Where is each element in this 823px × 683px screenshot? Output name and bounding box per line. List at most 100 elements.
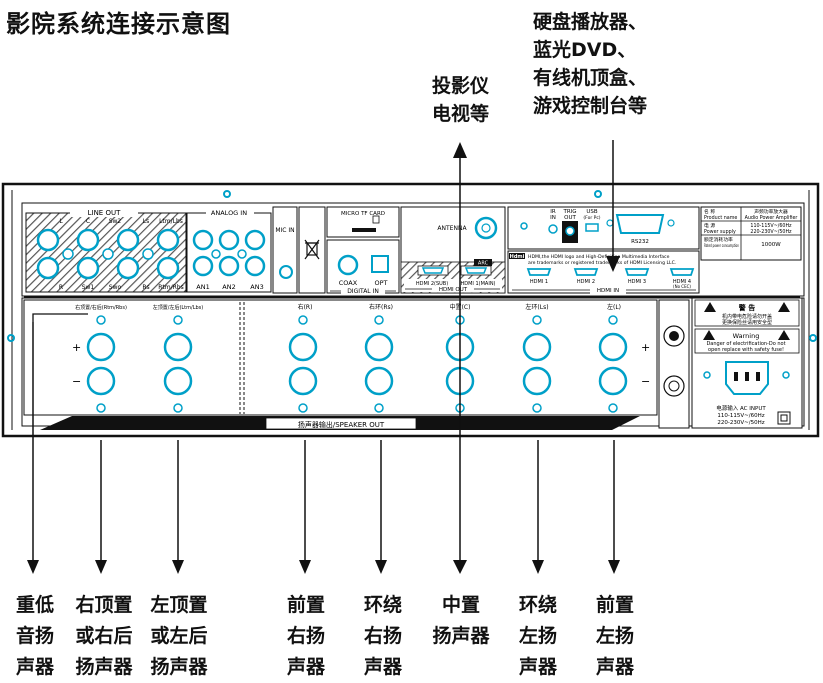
hdmi-in-4-port[interactable] (669, 268, 695, 276)
speaker-terminal-negative[interactable] (598, 366, 628, 396)
hdmi-in-2-port[interactable] (573, 268, 599, 276)
speaker-label-line: 扬声器 (432, 625, 490, 647)
speaker-label-line: 环绕 (363, 594, 402, 616)
display-callout-line: 投影仪 (432, 75, 490, 97)
speaker-label: 中置扬声器 (421, 590, 501, 652)
hdmi-in-3-port[interactable] (624, 268, 650, 276)
line-out-top-label: Ltm/Lbs (159, 218, 183, 225)
speaker-label-line: 重低 (15, 594, 54, 616)
warning-triangle-icon (704, 302, 716, 312)
analog-in-label: AN2 (222, 283, 235, 291)
coax-jack[interactable] (337, 254, 359, 276)
arrow-head-icon (95, 560, 107, 574)
speaker-label: 前置左扬声器 (575, 590, 655, 683)
usb-label: USB (586, 209, 598, 215)
speaker-terminal-negative[interactable] (86, 366, 116, 396)
chassis-screw (7, 190, 817, 342)
speaker-terminal-positive[interactable] (163, 332, 193, 362)
spec-table: 名 称 Product name 声频功率放大器 Audio Power Amp… (700, 206, 802, 261)
hdmi-out-2-port[interactable] (421, 267, 445, 274)
hdmi-in-port-label: HDMI 1 (530, 279, 548, 285)
trig-out-jack[interactable] (565, 226, 575, 236)
speaker-channel-label: 左环(Ls) (525, 303, 548, 311)
hdmi-out-sub-label: HDMI 2(SUB) (416, 281, 448, 287)
fuse-holder[interactable] (663, 375, 685, 397)
speaker-terminal-screw (374, 315, 384, 325)
speaker-label-line: 音扬 (15, 625, 54, 647)
speaker-terminal-positive[interactable] (522, 332, 552, 362)
rs232-port[interactable] (615, 214, 665, 234)
minus-sign: − (641, 375, 650, 388)
speaker-out-label: 扬声器输出/SPEAKER OUT (298, 420, 385, 429)
digital-in-header: DIGITAL IN (347, 288, 379, 295)
speaker-out-banner: 扬声器输出/SPEAKER OUT (40, 416, 640, 430)
weee-block (298, 206, 326, 294)
speaker-terminal-negative[interactable] (163, 366, 193, 396)
rca-jack[interactable] (192, 229, 266, 277)
trig-label: OUT (564, 215, 576, 221)
speaker-label-line: 声器 (595, 656, 634, 678)
analog-in-header: ANALOG IN (211, 209, 247, 217)
speaker-terminal-positive[interactable] (598, 332, 628, 362)
line-out-top-label: Ls (143, 218, 149, 225)
speaker-channel-label: 右环(Rs) (369, 303, 393, 311)
coax-label: COAX (339, 279, 358, 287)
speaker-terminal-screw (374, 403, 384, 413)
page-title: 影院系统连接示意图 (6, 10, 231, 38)
control-section: IR IN TRIG OUT USB (For Pc) RS232 (507, 206, 700, 250)
warning-en-line: Danger of electrification-Do not (706, 341, 785, 347)
speaker-terminal-screw (608, 403, 618, 413)
speaker-channel-label: 左顶置/左后(Ltm/Lbs) (153, 304, 204, 311)
usb-port[interactable] (585, 223, 599, 232)
analog-in-label: AN3 (250, 283, 263, 291)
sources-callout-line: 蓝光DVD、 (533, 39, 637, 61)
spec-cell: Audio Power Amplifier (745, 215, 798, 221)
speaker-terminal-negative[interactable] (364, 366, 394, 396)
sources-callout-line: 游戏控制台等 (533, 95, 648, 117)
spec-cell: 110-115V~/60Hz (750, 223, 792, 229)
speaker-terminal-positive[interactable] (86, 332, 116, 362)
mic-in-label: MIC IN (275, 227, 294, 234)
ac-input-line: 110-115V~/60Hz (717, 413, 764, 419)
digital-section: MICRO TF CARD COAX OPT DIGITAL IN (326, 206, 400, 295)
analog-in-label: AN1 (196, 283, 209, 291)
speaker-label: 右顶置或右后扬声器 (64, 590, 144, 683)
optical-port[interactable] (371, 255, 389, 273)
mic-jack[interactable] (279, 265, 293, 279)
arrow-head-icon (608, 560, 620, 574)
hdmi-out-1-port[interactable] (464, 267, 488, 274)
spec-cell: 1000W (761, 242, 781, 248)
arc-label: ARC (478, 261, 489, 267)
spec-cell: 额定消耗功率 (704, 236, 733, 243)
line-out-top-label: Sw2 (109, 218, 122, 225)
hdmi-in-1-port[interactable] (526, 268, 552, 276)
tf-card-slot[interactable] (352, 228, 376, 232)
rca-jack[interactable] (36, 228, 180, 280)
spec-cell: 电 源 (704, 222, 715, 229)
speaker-label-line: 左扬 (518, 625, 557, 647)
speaker-terminal-area: + − + − (23, 299, 658, 416)
warning-cn-line: 机内带电危险请勿开盖 (722, 313, 772, 320)
speaker-terminal-negative[interactable] (288, 366, 318, 396)
micro-tf-label: MICRO TF CARD (341, 211, 385, 217)
plus-sign: + (641, 341, 650, 354)
hdmi-in-port-label: HDMI 4 (673, 279, 691, 285)
speaker-label: 前置右扬声器 (266, 590, 346, 683)
speaker-terminal-positive[interactable] (364, 332, 394, 362)
warning-cn-title: 警 告 (739, 303, 755, 312)
ir-in-jack[interactable] (548, 224, 558, 234)
hdmi-in-section: Hdmi HDMI,the HDMI logo and High-Definit… (507, 250, 700, 294)
speaker-terminal-positive[interactable] (288, 332, 318, 362)
speaker-terminal-screw (173, 403, 183, 413)
double-insulation-icon (777, 411, 791, 425)
line-out-top-label: L (59, 218, 63, 225)
speaker-terminal-negative[interactable] (522, 366, 552, 396)
speaker-label: 左顶置或左后扬声器 (139, 590, 219, 683)
opt-label: OPT (374, 279, 387, 287)
arrow-head-icon (375, 560, 387, 574)
speaker-label-line: 扬声器 (75, 656, 133, 678)
speaker-terminal-screw (96, 315, 106, 325)
line-out-bottom-label: R (59, 284, 63, 291)
sources-callout-line: 硬盘播放器、 (533, 11, 648, 33)
